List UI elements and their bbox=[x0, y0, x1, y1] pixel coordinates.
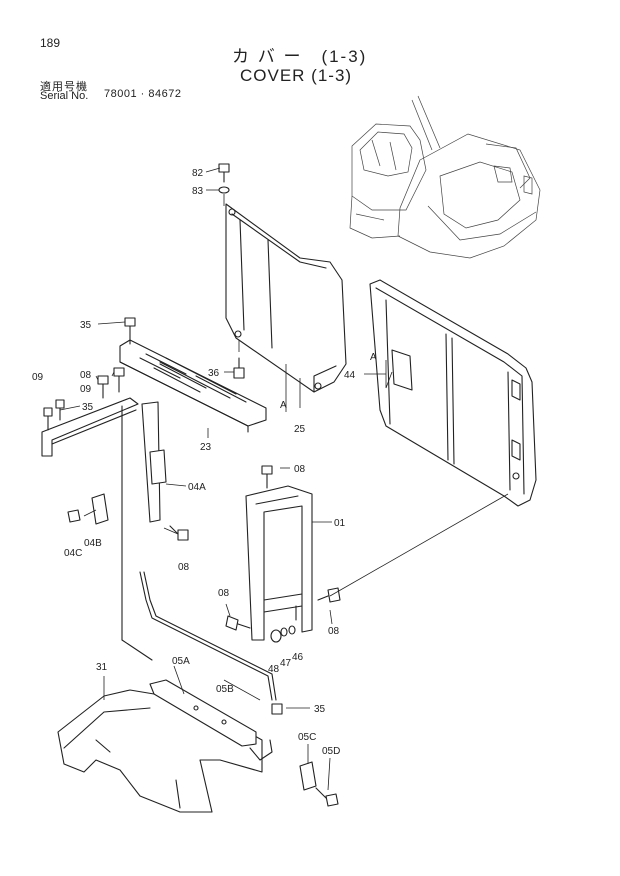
bolt-08-frame-left bbox=[225, 615, 251, 631]
callout-09-left: 09 bbox=[32, 372, 44, 383]
bolt-08-frame-right bbox=[317, 587, 341, 603]
callout-36: 36 bbox=[208, 368, 220, 379]
bolt-08-frame-top bbox=[261, 465, 273, 489]
bolt-08-lower-left bbox=[169, 525, 189, 541]
callout-04A: 04A bbox=[188, 482, 206, 493]
callout-08-frame-top: 08 bbox=[294, 464, 306, 475]
callout-44: 44 bbox=[344, 370, 356, 381]
serial-range: 78001 · 84672 bbox=[104, 88, 182, 100]
callout-35-top: 35 bbox=[80, 320, 92, 331]
bolt-82 bbox=[218, 163, 230, 183]
bolt-35-lower bbox=[271, 703, 283, 715]
callout-47: 47 bbox=[280, 658, 292, 669]
bolt-35-top bbox=[124, 317, 136, 345]
part-04B-clip bbox=[91, 493, 109, 525]
part-05B-rod bbox=[139, 571, 277, 701]
part-04A-bracket bbox=[41, 397, 167, 661]
callout-09-mid: 09 bbox=[80, 384, 92, 395]
part-25-cover-panel bbox=[225, 203, 347, 412]
bolt-36 bbox=[233, 357, 245, 379]
callout-05C: 05C bbox=[298, 732, 316, 743]
page-number: 189 bbox=[40, 36, 61, 50]
callout-23: 23 bbox=[200, 442, 212, 453]
callout-08-lower: 08 bbox=[178, 562, 190, 573]
callout-25: 25 bbox=[294, 424, 306, 435]
callout-08-upper: 08 bbox=[80, 370, 92, 381]
callout-08-frame-left: 08 bbox=[218, 588, 230, 599]
callout-01: 01 bbox=[334, 518, 346, 529]
part-callouts: 82 83 35 36 09 08 09 35 A A 44 25 23 08 … bbox=[32, 168, 377, 757]
serial-label-english: Serial No. bbox=[40, 90, 89, 102]
part-31-under-cover bbox=[57, 689, 263, 813]
part-05A-bracket bbox=[149, 679, 257, 747]
callout-04C: 04C bbox=[64, 548, 82, 559]
bolt-05D bbox=[315, 787, 339, 807]
part-44-side-cover bbox=[369, 279, 537, 507]
callout-82: 82 bbox=[192, 168, 204, 179]
callout-A-side: A bbox=[370, 352, 377, 363]
callout-05B: 05B bbox=[216, 684, 234, 695]
callout-A-upper: A bbox=[280, 400, 287, 411]
part-05C-plate bbox=[299, 761, 317, 791]
title-japanese: カ バ ー (1-3) bbox=[232, 47, 368, 66]
callout-05D: 05D bbox=[322, 746, 340, 757]
callout-35-lower: 35 bbox=[314, 704, 326, 715]
nut-washers-46-48 bbox=[270, 625, 296, 643]
title-english: COVER (1-3) bbox=[240, 66, 353, 85]
callout-04B: 04B bbox=[84, 538, 102, 549]
part-05A-mount-detail bbox=[249, 739, 273, 761]
excavator-locator-illustration bbox=[349, 95, 541, 259]
part-23-plate bbox=[119, 339, 267, 438]
callout-05A: 05A bbox=[172, 656, 190, 667]
callout-48: 48 bbox=[268, 664, 280, 675]
callout-08-frame-right: 08 bbox=[328, 626, 340, 637]
serial-label-japanese: 適用号機 bbox=[40, 81, 88, 93]
part-04C-bolt bbox=[67, 509, 81, 523]
callout-35-mid: 35 bbox=[82, 402, 94, 413]
washer-83 bbox=[218, 186, 230, 194]
callout-83: 83 bbox=[192, 186, 204, 197]
callout-46: 46 bbox=[292, 652, 304, 663]
leader-lines bbox=[59, 167, 393, 791]
part-01-frame bbox=[245, 485, 313, 641]
callout-31: 31 bbox=[96, 662, 108, 673]
